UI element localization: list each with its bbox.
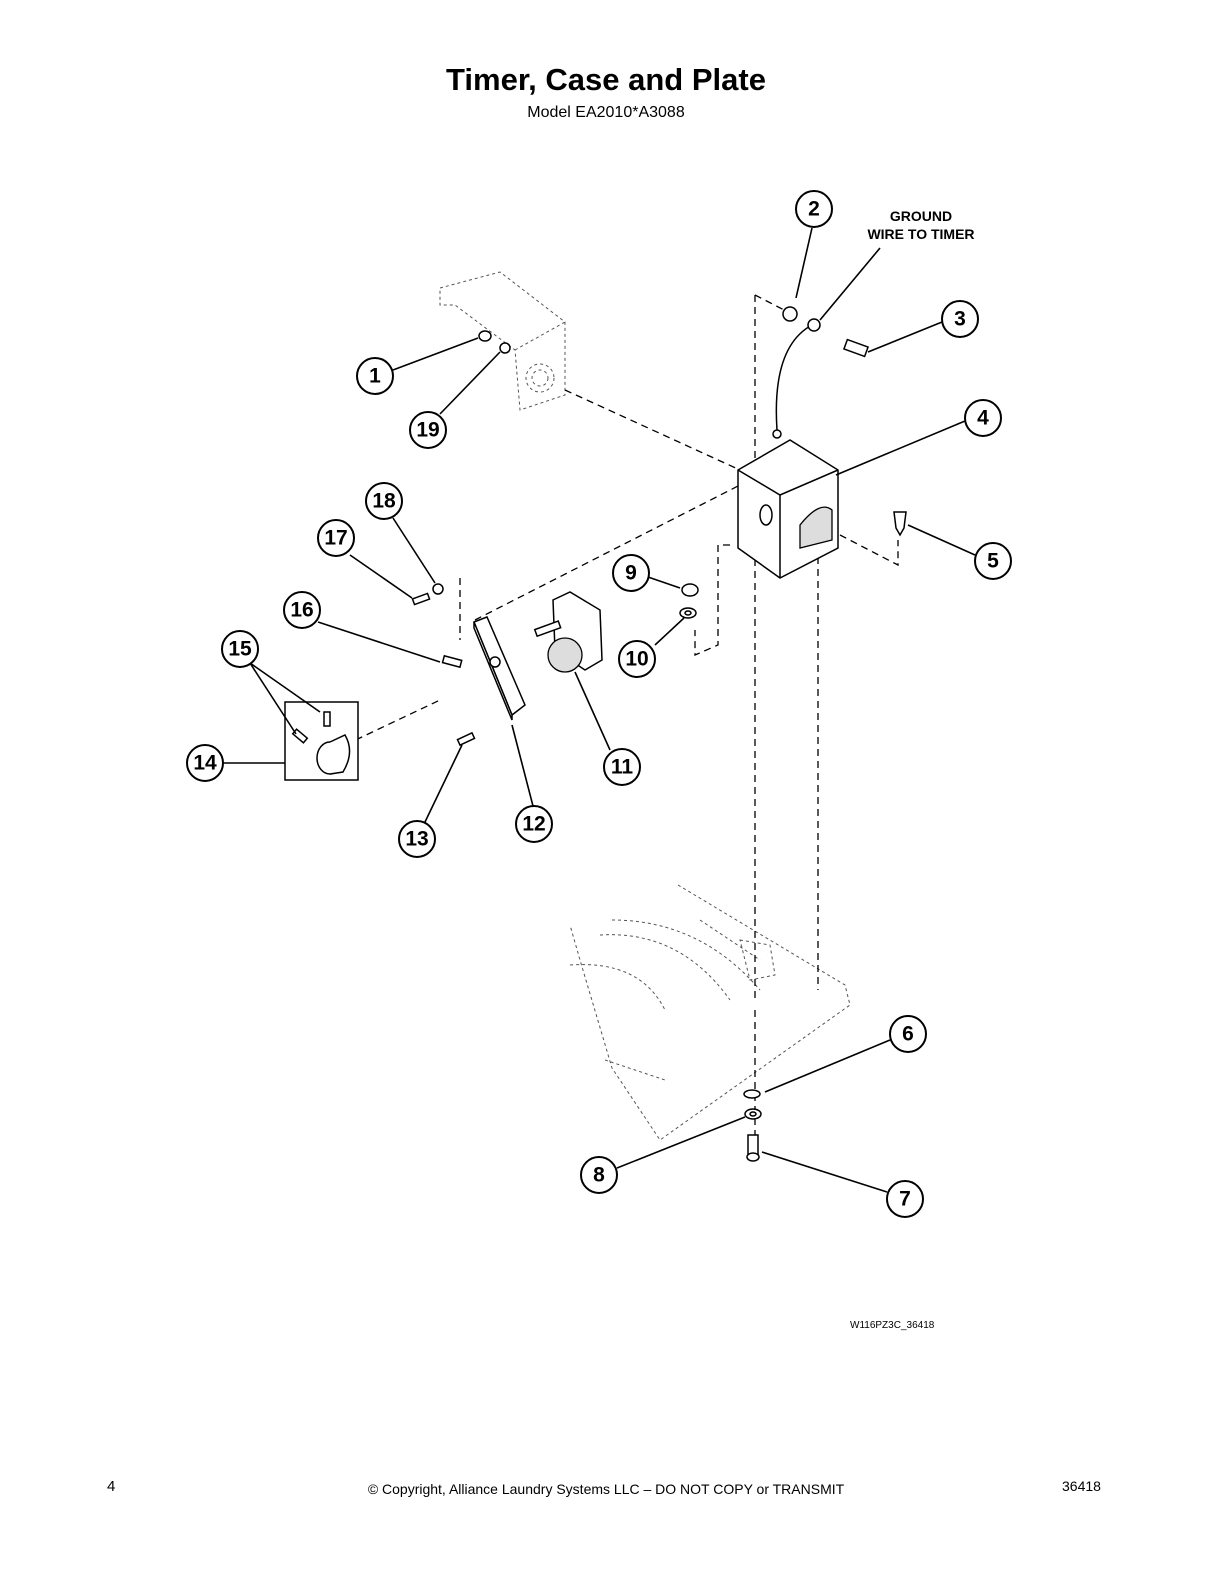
document-number: 36418 (1062, 1478, 1101, 1494)
model-subtitle: Model EA2010*A3088 (527, 104, 685, 121)
callout-13: 13 (398, 820, 436, 858)
timer-plate-12 (473, 616, 526, 721)
svg-text:5: 5 (987, 550, 999, 573)
bolt-7 (746, 1134, 760, 1162)
callout-4: 4 (964, 399, 1002, 437)
svg-text:11: 11 (611, 756, 634, 779)
callout-12: 12 (515, 805, 553, 843)
timer-11 (533, 591, 603, 673)
svg-text:7: 7 (899, 1188, 911, 1211)
ground-wire (772, 318, 821, 439)
svg-text:18: 18 (372, 490, 396, 513)
nut-9 (681, 583, 699, 597)
callout-15: 15 (221, 630, 259, 668)
timer-case-4 (737, 439, 839, 579)
callout-16: 16 (283, 591, 321, 629)
push-pin-5 (893, 511, 907, 537)
callout-9: 9 (612, 554, 650, 592)
note-line-2: WIRE TO TIMER (867, 226, 974, 242)
star-washer-2 (782, 306, 798, 322)
callout-1: 1 (356, 357, 394, 395)
console-bracket-outline (439, 271, 566, 411)
washer-10 (679, 607, 697, 619)
svg-text:14: 14 (193, 752, 217, 775)
base-panel-outline (569, 884, 851, 1141)
callout-8: 8 (580, 1156, 618, 1194)
svg-text:15: 15 (228, 638, 252, 661)
svg-text:2: 2 (808, 198, 820, 221)
callout-14: 14 (186, 744, 224, 782)
svg-text:19: 19 (416, 419, 439, 442)
svg-text:1: 1 (369, 365, 381, 388)
callout-7: 7 (886, 1180, 924, 1218)
note-line-1: GROUND (890, 208, 952, 224)
ground-wire-note: GROUND WIRE TO TIMER (867, 208, 974, 242)
callout-19: 19 (409, 411, 447, 449)
svg-text:8: 8 (593, 1164, 605, 1187)
screw-17 (411, 592, 431, 606)
callout-10: 10 (618, 640, 656, 678)
callout-3: 3 (941, 300, 979, 338)
callout-5: 5 (974, 542, 1012, 580)
star-washer-18 (432, 583, 444, 595)
knob-box-14 (284, 701, 359, 781)
washer-6 (743, 1089, 761, 1099)
drawing-id: W116PZ3C_36418 (850, 1320, 935, 1331)
callout-2: 2 (795, 190, 833, 228)
callout-17: 17 (317, 519, 355, 557)
svg-text:4: 4 (977, 407, 989, 430)
svg-text:13: 13 (405, 828, 428, 851)
svg-text:6: 6 (902, 1023, 914, 1046)
star-washer-19 (499, 342, 511, 354)
callout-18: 18 (365, 482, 403, 520)
leader-lines (224, 227, 976, 1193)
nut-1 (478, 330, 492, 342)
copyright-notice: © Copyright, Alliance Laundry Systems LL… (367, 1481, 845, 1497)
callout-11: 11 (603, 748, 641, 786)
svg-text:10: 10 (625, 648, 648, 671)
page-title: Timer, Case and Plate (446, 62, 766, 97)
svg-text:12: 12 (522, 813, 545, 836)
callout-6: 6 (889, 1015, 927, 1053)
washer-8 (744, 1108, 762, 1120)
svg-text:17: 17 (324, 527, 347, 550)
page-number: 4 (107, 1478, 116, 1495)
svg-text:9: 9 (625, 562, 637, 585)
svg-text:3: 3 (954, 308, 966, 331)
screw-3 (842, 338, 870, 358)
screw-13 (456, 731, 476, 747)
label-16 (441, 654, 463, 669)
svg-text:16: 16 (290, 599, 313, 622)
